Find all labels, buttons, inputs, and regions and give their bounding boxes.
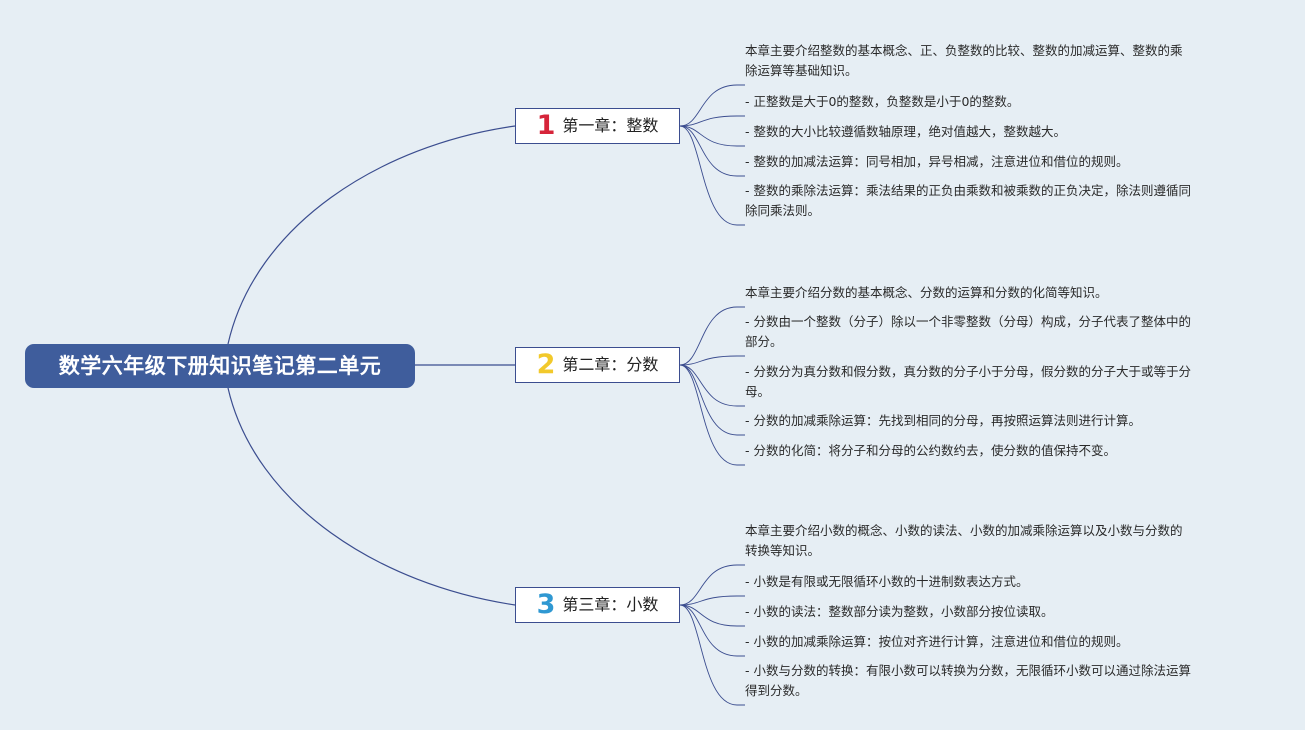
- note-item[interactable]: - 小数是有限或无限循环小数的十进制数表达方式。: [745, 572, 1255, 592]
- branch-connector: [679, 595, 745, 606]
- branch-connector: [679, 125, 745, 147]
- chapter-title: 第三章：小数: [562, 595, 659, 614]
- chapter-title: 第二章：分数: [562, 355, 659, 374]
- note-text-line: - 分数分为真分数和假分数，真分数的分子小于分母，假分数的分子大于或等于分: [745, 364, 1191, 379]
- note-text-line: 部分。: [745, 334, 783, 349]
- note-text-line: 本章主要介绍分数的基本概念、分数的运算和分数的化简等知识。: [745, 285, 1108, 300]
- note-item[interactable]: - 分数的化简：将分子和分母的公约数约去，使分数的值保持不变。: [745, 441, 1255, 461]
- note-item[interactable]: - 整数的乘除法运算：乘法结果的正负由乘数和被乘数的正负决定，除法则遵循同除同乘…: [745, 181, 1255, 221]
- note-item[interactable]: - 分数由一个整数（分子）除以一个非零整数（分母）构成，分子代表了整体中的部分。: [745, 312, 1255, 352]
- note-text-line: - 小数的读法：整数部分读为整数，小数部分按位读取。: [745, 604, 1054, 619]
- note-item[interactable]: - 小数与分数的转换：有限小数可以转换为分数，无限循环小数可以通过除法运算得到分…: [745, 661, 1255, 701]
- note-text-line: - 分数的化简：将分子和分母的公约数约去，使分数的值保持不变。: [745, 443, 1116, 458]
- note-item[interactable]: 本章主要介绍小数的概念、小数的读法、小数的加减乘除运算以及小数与分数的转换等知识…: [745, 521, 1255, 561]
- note-text-line: - 小数的加减乘除运算：按位对齐进行计算，注意进位和借位的规则。: [745, 634, 1129, 649]
- note-item[interactable]: - 整数的加减法运算：同号相加，异号相减，注意进位和借位的规则。: [745, 152, 1255, 172]
- chapter-node-2[interactable]: 2 第二章：分数: [515, 347, 680, 383]
- branch-connector: [679, 306, 745, 366]
- branch-connector: [679, 125, 745, 226]
- branch-connector: [679, 604, 745, 706]
- note-text-line: - 分数由一个整数（分子）除以一个非零整数（分母）构成，分子代表了整体中的: [745, 314, 1191, 329]
- note-item[interactable]: 本章主要介绍分数的基本概念、分数的运算和分数的化简等知识。: [745, 283, 1255, 303]
- chapter-title: 第一章：整数: [562, 116, 659, 135]
- note-item[interactable]: - 小数的加减乘除运算：按位对齐进行计算，注意进位和借位的规则。: [745, 632, 1255, 652]
- note-item[interactable]: 本章主要介绍整数的基本概念、正、负整数的比较、整数的加减运算、整数的乘除运算等基…: [745, 41, 1255, 81]
- branch-connector: [679, 364, 745, 436]
- note-text-line: - 小数与分数的转换：有限小数可以转换为分数，无限循环小数可以通过除法运算: [745, 663, 1191, 678]
- note-text-line: 得到分数。: [745, 683, 808, 698]
- note-item[interactable]: - 分数分为真分数和假分数，真分数的分子小于分母，假分数的分子大于或等于分母。: [745, 362, 1255, 402]
- branch-connector: [679, 115, 745, 127]
- root-topic[interactable]: 数学六年级下册知识笔记第二单元: [25, 344, 415, 388]
- note-text-line: 转换等知识。: [745, 543, 821, 558]
- branch-connector: [679, 355, 745, 366]
- note-text-line: - 小数是有限或无限循环小数的十进制数表达方式。: [745, 574, 1029, 589]
- root-connector-3: [227, 387, 516, 606]
- note-text-line: - 整数的乘除法运算：乘法结果的正负由乘数和被乘数的正负决定，除法则遵循同: [745, 183, 1191, 198]
- branch-connector: [679, 84, 745, 127]
- note-text-line: 本章主要介绍小数的概念、小数的读法、小数的加减乘除运算以及小数与分数的: [745, 523, 1183, 538]
- note-text-line: 母。: [745, 384, 771, 399]
- chapter-node-1[interactable]: 1 第一章：整数: [515, 108, 680, 144]
- note-item[interactable]: - 整数的大小比较遵循数轴原理，绝对值越大，整数越大。: [745, 122, 1255, 142]
- branch-connector: [679, 364, 745, 466]
- note-text-line: 除同乘法则。: [745, 203, 821, 218]
- branch-connector: [679, 364, 745, 407]
- note-item[interactable]: - 正整数是大于0的整数，负整数是小于0的整数。: [745, 92, 1255, 112]
- note-text-line: - 整数的大小比较遵循数轴原理，绝对值越大，整数越大。: [745, 124, 1066, 139]
- note-text-line: 本章主要介绍整数的基本概念、正、负整数的比较、整数的加减运算、整数的乘: [745, 43, 1183, 58]
- note-item[interactable]: - 小数的读法：整数部分读为整数，小数部分按位读取。: [745, 602, 1255, 622]
- chapter-number-icon: 1: [536, 110, 556, 141]
- branch-connector: [679, 604, 745, 627]
- chapter-node-3[interactable]: 3 第三章：小数: [515, 587, 680, 623]
- note-text-line: 除运算等基础知识。: [745, 63, 858, 78]
- root-connector-1: [227, 125, 516, 345]
- note-item[interactable]: - 分数的加减乘除运算：先找到相同的分母，再按照运算法则进行计算。: [745, 411, 1255, 431]
- chapter-number-icon: 3: [536, 589, 556, 620]
- note-text-line: - 正整数是大于0的整数，负整数是小于0的整数。: [745, 94, 1020, 109]
- note-text-line: - 整数的加减法运算：同号相加，异号相减，注意进位和借位的规则。: [745, 154, 1129, 169]
- branch-connector: [679, 604, 745, 657]
- branch-connector: [679, 564, 745, 606]
- branch-connector: [679, 125, 745, 177]
- note-text-line: - 分数的加减乘除运算：先找到相同的分母，再按照运算法则进行计算。: [745, 413, 1141, 428]
- chapter-number-icon: 2: [536, 349, 556, 380]
